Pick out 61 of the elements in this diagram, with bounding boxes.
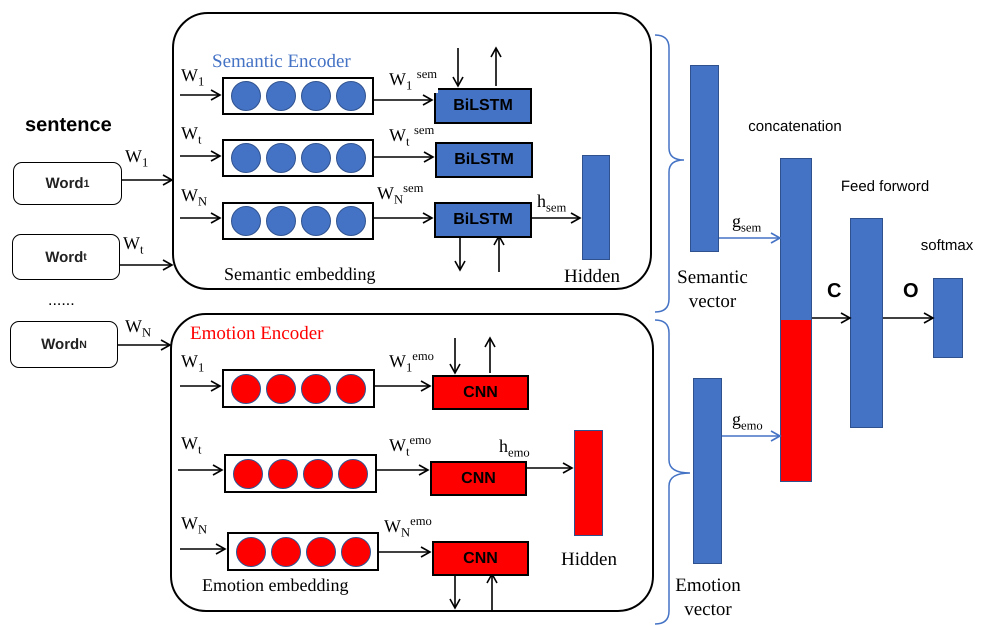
node-label: Hidden (563, 265, 621, 289)
arrow (493, 235, 505, 272)
arrow (377, 546, 431, 558)
arrow (180, 150, 221, 162)
panel-title: Emotion Encoder (190, 324, 324, 345)
arrow (452, 48, 464, 87)
arrow (178, 464, 223, 476)
embedding-row (222, 139, 374, 177)
arrow (372, 94, 433, 106)
node-label: Emotion vector (674, 574, 742, 622)
arrow (490, 47, 502, 86)
arrow (454, 236, 466, 271)
embedding-row (224, 454, 377, 493)
vector-bar (582, 155, 610, 260)
vector-bar (693, 378, 722, 564)
arrow (449, 338, 461, 374)
arrow (530, 212, 581, 224)
arrow (118, 339, 171, 351)
arrow (883, 312, 934, 324)
panel-caption: Semantic embedding (224, 265, 376, 285)
vector-bar (780, 158, 812, 482)
arrow (719, 232, 781, 244)
vector-bar (850, 218, 883, 428)
layer-block: BiLSTM (434, 202, 532, 238)
arrow (180, 543, 226, 555)
heading-text: sentence (25, 114, 112, 136)
arrow (122, 174, 173, 186)
vector-bar (574, 430, 603, 536)
node-label: Feed forword (840, 178, 930, 197)
node-label: concatenation (747, 118, 843, 137)
layer-block: BiLSTM (434, 88, 532, 124)
node-label: Hidden (560, 548, 618, 572)
layer-block: CNN (430, 461, 527, 496)
arrow (180, 89, 221, 101)
embedding-row (222, 369, 375, 408)
arrow (484, 337, 496, 373)
arrow (180, 380, 221, 392)
arrow (372, 212, 433, 224)
layer-block: BiLSTM (435, 142, 533, 178)
node-label: Semantic vector (676, 266, 749, 314)
vector-bar (933, 278, 963, 358)
embedding-row (222, 202, 374, 240)
arrow (120, 259, 173, 271)
panel-title: Semantic Encoder (212, 52, 351, 73)
embedding-row (227, 532, 379, 571)
ellipsis-text: ...... (48, 292, 75, 310)
panel-caption: Emotion embedding (202, 576, 348, 596)
node-label: softmax (920, 237, 974, 256)
layer-block: CNN (432, 541, 529, 576)
arrow (722, 430, 781, 442)
vector-bar (690, 65, 719, 252)
arrow (486, 573, 498, 610)
embedding-row (222, 77, 374, 115)
arrow (372, 151, 434, 163)
arrow (180, 212, 221, 224)
arrow (449, 574, 461, 609)
layer-block: CNN (432, 375, 529, 410)
arrow (373, 380, 431, 392)
arrow (525, 462, 573, 474)
arrow (375, 464, 429, 476)
arrow (812, 312, 851, 324)
